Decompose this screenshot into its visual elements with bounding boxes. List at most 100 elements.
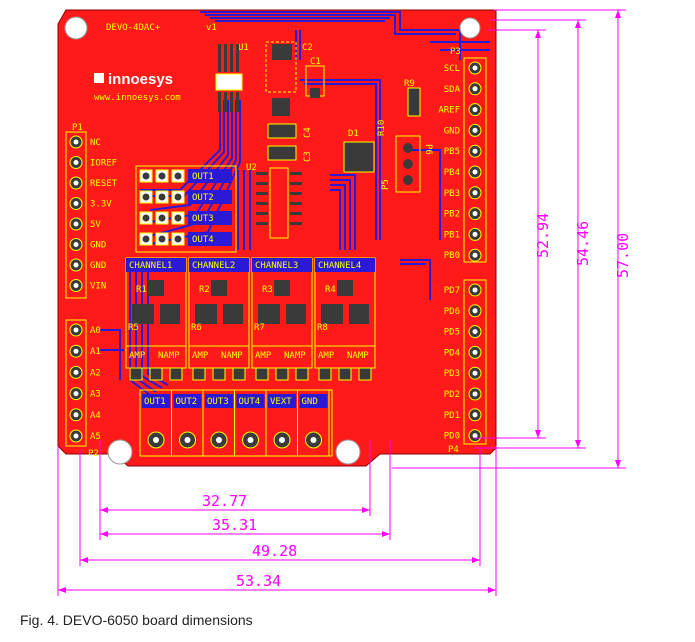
jumper-pin — [174, 214, 182, 222]
board-title: DEVO-4DAC+ — [106, 23, 161, 33]
channel-pin — [275, 367, 289, 381]
channel-pin — [232, 367, 246, 381]
p2-pin-hole — [73, 348, 79, 354]
figure-caption: Fig. 4. DEVO-6050 board dimensions — [20, 612, 253, 628]
p4-pin-hole — [472, 308, 478, 314]
jumper-pin — [142, 172, 150, 180]
p4-pin-hole — [472, 391, 478, 397]
jumper-pin — [174, 172, 182, 180]
channel-resistor-label: R1 — [136, 285, 147, 295]
p3-pin-hole — [472, 252, 478, 258]
p1-pin-label: GND — [90, 241, 106, 251]
p1-label: P1 — [72, 123, 83, 133]
channel-resistor-label: R6 — [191, 323, 202, 333]
channel-amp-label: AMP — [255, 351, 272, 361]
p4-header — [463, 279, 487, 445]
p2-pin-label: A4 — [90, 411, 101, 421]
jumper-pin — [158, 214, 166, 222]
r10-label: R10 — [377, 120, 387, 136]
channel-pad — [195, 304, 217, 324]
p3-pin-label: PB5 — [444, 147, 460, 157]
p2-pin-label: A1 — [90, 347, 101, 357]
p3-pin-hole — [472, 65, 478, 71]
p1-pin-label: RESET — [90, 179, 118, 189]
channel-chip — [337, 280, 353, 296]
channel-amp-label: AMP — [129, 351, 146, 361]
channel-namp-label: NAMP — [347, 351, 369, 361]
p1-pin-hole — [73, 139, 79, 145]
u2-chip — [269, 167, 289, 239]
channel-pad — [223, 304, 243, 324]
channel-pin — [212, 367, 226, 381]
p3-label: P3 — [450, 47, 461, 57]
jumper-pin — [158, 172, 166, 180]
brand-website: www.innoesys.com — [94, 93, 181, 103]
channel-label: CHANNEL2 — [192, 261, 235, 271]
channel-pad — [321, 304, 343, 324]
p3-pin-label: PB0 — [444, 251, 460, 261]
channel-pad — [286, 304, 306, 324]
c2-pad-b — [272, 98, 290, 116]
p3-pin-label: GND — [444, 126, 460, 136]
p4-pin-label: PD3 — [444, 369, 460, 379]
p6-header — [395, 135, 421, 193]
p3-pin-hole — [472, 190, 478, 196]
dim-h-35-31: 35.31 — [212, 516, 257, 534]
p6-label: P6 — [423, 144, 433, 155]
channel-label: CHANNEL1 — [129, 261, 172, 271]
channel-pin — [255, 367, 269, 381]
channel-namp-label: NAMP — [158, 351, 180, 361]
jumper-pin — [142, 193, 150, 201]
channel-resistor-label: R3 — [262, 285, 273, 295]
c4-label: C4 — [303, 127, 313, 138]
terminal-label-bg — [173, 394, 202, 408]
p3-pin-label: AREF — [438, 106, 460, 116]
p3-pin-hole — [472, 231, 478, 237]
p3-pin-hole — [472, 86, 478, 92]
p1-pin-hole — [73, 180, 79, 186]
p4-pin-hole — [472, 433, 478, 439]
out-jumper-block — [135, 165, 237, 253]
terminal-label: VEXT — [270, 397, 292, 407]
channel-resistor-label: R2 — [199, 285, 210, 295]
p1-pin-hole — [73, 221, 79, 227]
channel-pin — [149, 367, 163, 381]
p3-pin-label: PB2 — [444, 210, 460, 220]
out-jumper-label-bg — [188, 211, 232, 225]
p3-pin-hole — [472, 169, 478, 175]
channel-pad — [258, 304, 280, 324]
jumper-pin — [174, 235, 182, 243]
terminal-screw-hole — [184, 437, 191, 443]
p1-pin-hole — [73, 283, 79, 288]
u1-chip — [215, 73, 243, 91]
p5-label: P5 — [381, 179, 391, 190]
p4-pin-label: PD0 — [444, 432, 460, 442]
channel-resistor-label: R7 — [254, 323, 265, 333]
u1-label: U1 — [238, 43, 249, 53]
channel-pin — [129, 367, 143, 381]
p1-pin-hole — [73, 242, 79, 247]
terminal-screw-hole — [153, 437, 159, 443]
out-jumper-label: OUT1 — [192, 172, 214, 182]
p2-label: P2 — [88, 449, 99, 459]
channel-namp-label: NAMP — [284, 351, 306, 361]
channel-pin — [318, 367, 332, 381]
p4-label: P4 — [448, 445, 459, 455]
p4-pin-label: PD6 — [444, 307, 460, 317]
channel-resistor-label: R5 — [128, 323, 139, 333]
dim-h-32-77: 32.77 — [202, 492, 247, 510]
brand-logo-icon — [94, 73, 104, 83]
p1-pin-hole — [73, 160, 79, 165]
terminal-label-bg — [268, 394, 296, 408]
terminal-label: OUT2 — [176, 397, 198, 407]
u2-pins — [256, 172, 302, 225]
dim-v-54-46: 54.46 — [574, 221, 592, 266]
channel-pin — [358, 367, 372, 381]
u2-label: U2 — [246, 163, 257, 173]
p3-pin-label: SDA — [444, 85, 461, 95]
p4-pin-hole — [472, 329, 478, 335]
c2-capacitor — [265, 41, 297, 93]
dim-v-52-94: 52.94 — [534, 213, 552, 258]
c2-label: C2 — [302, 43, 313, 53]
